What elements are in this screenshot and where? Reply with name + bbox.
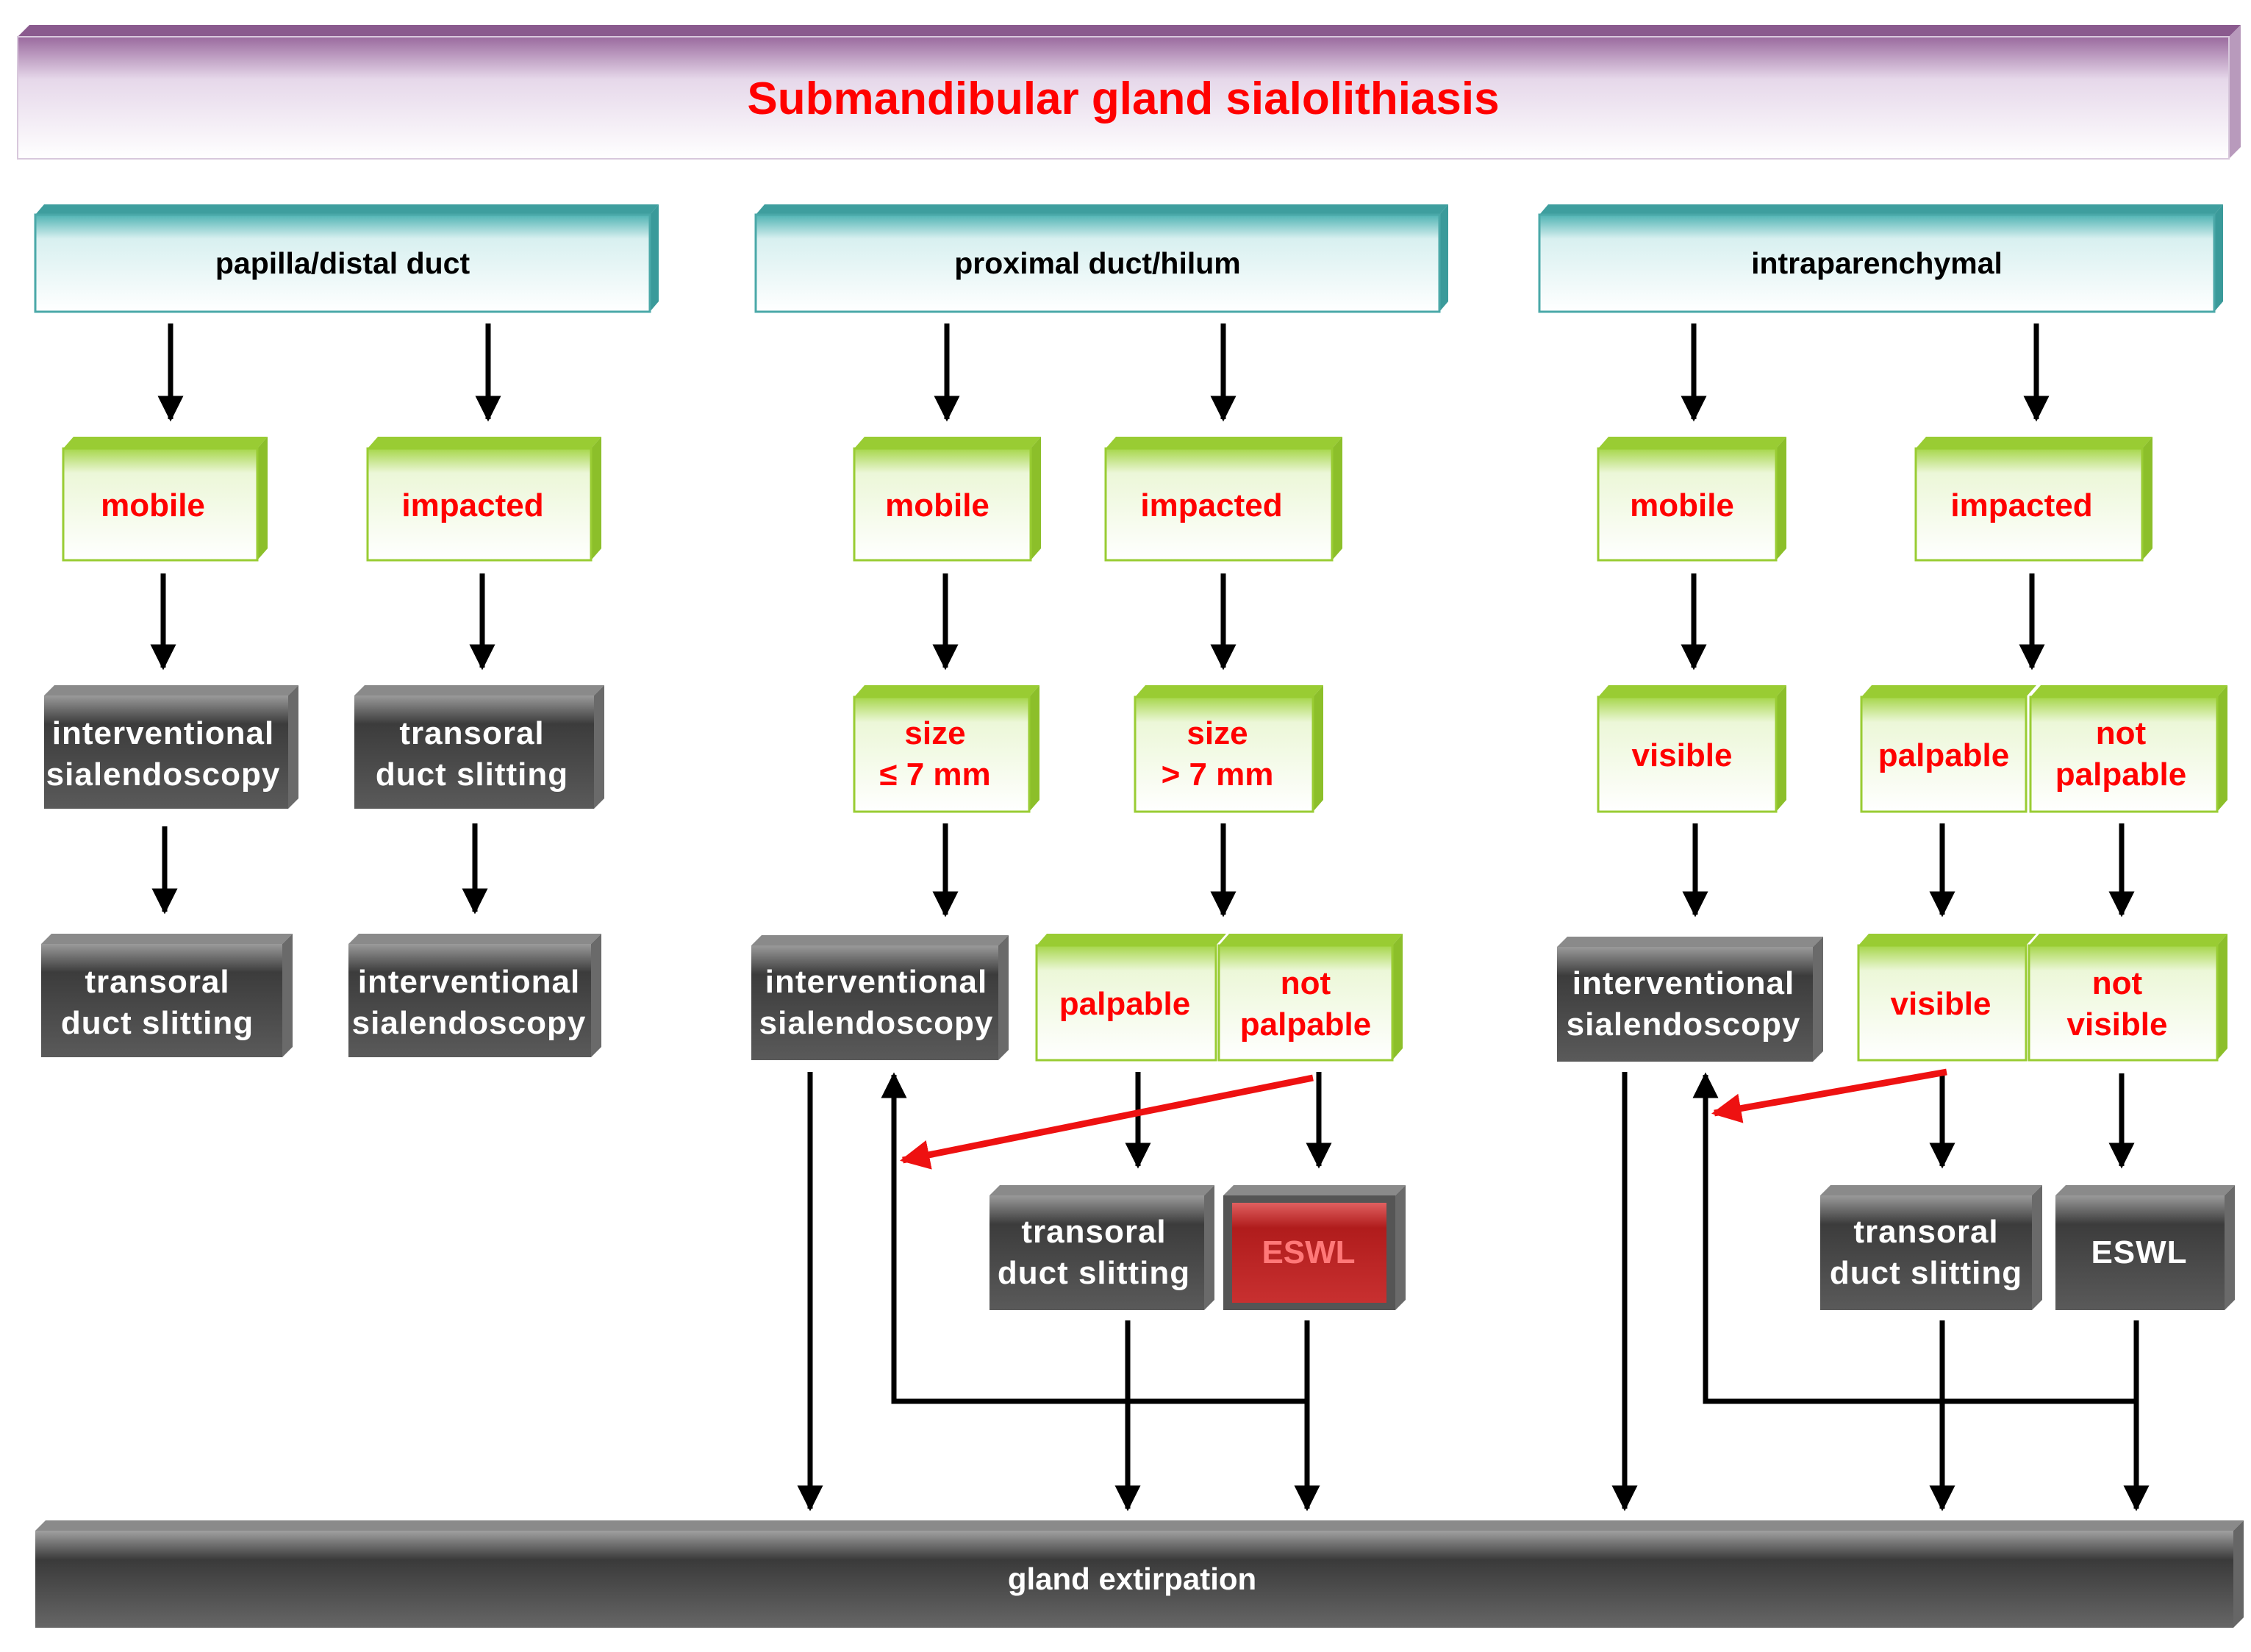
red-arrow bbox=[1711, 1068, 1947, 1123]
node-label-line1: interventional bbox=[1572, 965, 1795, 1001]
location-header-intra: intraparenchymal bbox=[1538, 204, 2223, 313]
node-label-line2: duct slitting bbox=[998, 1255, 1190, 1291]
node-proximal-size-large: size > 7 mm bbox=[1134, 685, 1323, 813]
node-gland-extirpation: gland extirpation bbox=[35, 1520, 2244, 1628]
node-intra-not-palpable: not palpable bbox=[2029, 685, 2227, 813]
title-banner: Submandibular gland sialolithiasis bbox=[17, 25, 2241, 160]
node-distal-mobile: mobile bbox=[62, 437, 268, 562]
node-intra-visible: visible bbox=[1597, 685, 1786, 813]
node-label-line2: duct slitting bbox=[1830, 1255, 2022, 1291]
node-label-line1: not bbox=[1281, 965, 1331, 1001]
node-label-line2: palpable bbox=[1240, 1006, 1372, 1043]
node-label-line1: transoral bbox=[85, 964, 229, 1000]
node-label-line2: sialendoscopy bbox=[1567, 1006, 1801, 1043]
node-label-line1: transoral bbox=[1853, 1214, 1998, 1250]
return-arrow bbox=[1692, 1072, 2136, 1404]
red-arrow bbox=[900, 1074, 1314, 1170]
node-proximal-not-palpable: not palpable bbox=[1217, 934, 1403, 1062]
node-label-line1: not bbox=[2092, 965, 2143, 1001]
node-label: ESWL bbox=[1262, 1234, 1355, 1270]
node-label-line2: palpable bbox=[2055, 757, 2187, 793]
node-distal-impacted-sialendoscopy: interventional sialendoscopy bbox=[348, 934, 601, 1057]
node-label-line1: interventional bbox=[765, 964, 988, 1000]
node-label-line1: transoral bbox=[399, 715, 544, 751]
node-label-line2: sialendoscopy bbox=[46, 757, 281, 793]
node-intra-eswl: ESWL bbox=[2055, 1185, 2235, 1310]
node-label-line2: visible bbox=[2067, 1006, 2168, 1043]
node-label: impacted bbox=[401, 487, 543, 523]
node-label-line1: size bbox=[904, 715, 965, 751]
node-label: mobile bbox=[101, 487, 205, 523]
node-label: visible bbox=[1632, 737, 1733, 773]
node-label: impacted bbox=[1140, 487, 1282, 523]
connectors bbox=[150, 323, 2150, 1512]
location-label-proximal: proximal duct/hilum bbox=[954, 246, 1241, 280]
node-proximal-impacted: impacted bbox=[1104, 437, 1342, 562]
node-distal-mobile-slitting: transoral duct slitting bbox=[41, 934, 293, 1057]
node-intra-palpable: palpable bbox=[1860, 685, 2036, 813]
node-proximal-size-small: size ≤ 7 mm bbox=[853, 685, 1039, 813]
node-distal-impacted-slitting: transoral duct slitting bbox=[354, 685, 604, 809]
node-intra-impacted: impacted bbox=[1914, 437, 2152, 562]
node-label: gland extirpation bbox=[1008, 1562, 1256, 1596]
node-proximal-mobile: mobile bbox=[853, 437, 1041, 562]
node-label-line1: transoral bbox=[1021, 1214, 1166, 1250]
location-label-distal: papilla/distal duct bbox=[215, 246, 470, 280]
node-intra-mobile: mobile bbox=[1597, 437, 1786, 562]
node-label: mobile bbox=[885, 487, 989, 523]
node-label-line1: interventional bbox=[52, 715, 275, 751]
node-proximal-sialendoscopy: interventional sialendoscopy bbox=[751, 935, 1009, 1060]
location-header-proximal: proximal duct/hilum bbox=[754, 204, 1448, 313]
node-proximal-eswl: ESWL bbox=[1223, 1185, 1406, 1310]
node-label-line1: size bbox=[1187, 715, 1248, 751]
node-proximal-palpable: palpable bbox=[1035, 934, 1226, 1062]
node-label: mobile bbox=[1630, 487, 1734, 523]
node-proximal-slitting: transoral duct slitting bbox=[989, 1185, 1214, 1310]
return-arrow bbox=[881, 1072, 1307, 1404]
node-label-line1: interventional bbox=[358, 964, 581, 1000]
page-title: Submandibular gland sialolithiasis bbox=[747, 74, 1499, 124]
node-intra-visible-2: visible bbox=[1857, 934, 2036, 1062]
location-header-distal: papilla/distal duct bbox=[34, 204, 659, 313]
node-intra-sialendoscopy: interventional sialendoscopy bbox=[1557, 937, 1823, 1062]
node-label-line2: > 7 mm bbox=[1162, 757, 1274, 793]
node-label-line2: ≤ 7 mm bbox=[879, 757, 990, 793]
node-label: palpable bbox=[1059, 986, 1191, 1022]
node-label: impacted bbox=[1950, 487, 2092, 523]
node-label-line1: not bbox=[2096, 715, 2147, 751]
node-label-line2: sialendoscopy bbox=[352, 1005, 587, 1041]
location-label-intra: intraparenchymal bbox=[1751, 246, 2003, 280]
node-label-line2: duct slitting bbox=[376, 757, 568, 793]
node-distal-impacted: impacted bbox=[366, 437, 601, 562]
red-connectors bbox=[900, 1068, 1947, 1170]
node-label-line2: duct slitting bbox=[61, 1005, 254, 1041]
node-label: ESWL bbox=[2091, 1234, 2187, 1270]
node-label-line2: sialendoscopy bbox=[759, 1005, 994, 1041]
node-label: visible bbox=[1891, 986, 1991, 1022]
node-intra-slitting: transoral duct slitting bbox=[1820, 1185, 2042, 1310]
node-distal-mobile-sialendoscopy: interventional sialendoscopy bbox=[44, 685, 298, 809]
node-label: palpable bbox=[1878, 737, 2010, 773]
node-intra-not-visible: not visible bbox=[2028, 934, 2227, 1062]
